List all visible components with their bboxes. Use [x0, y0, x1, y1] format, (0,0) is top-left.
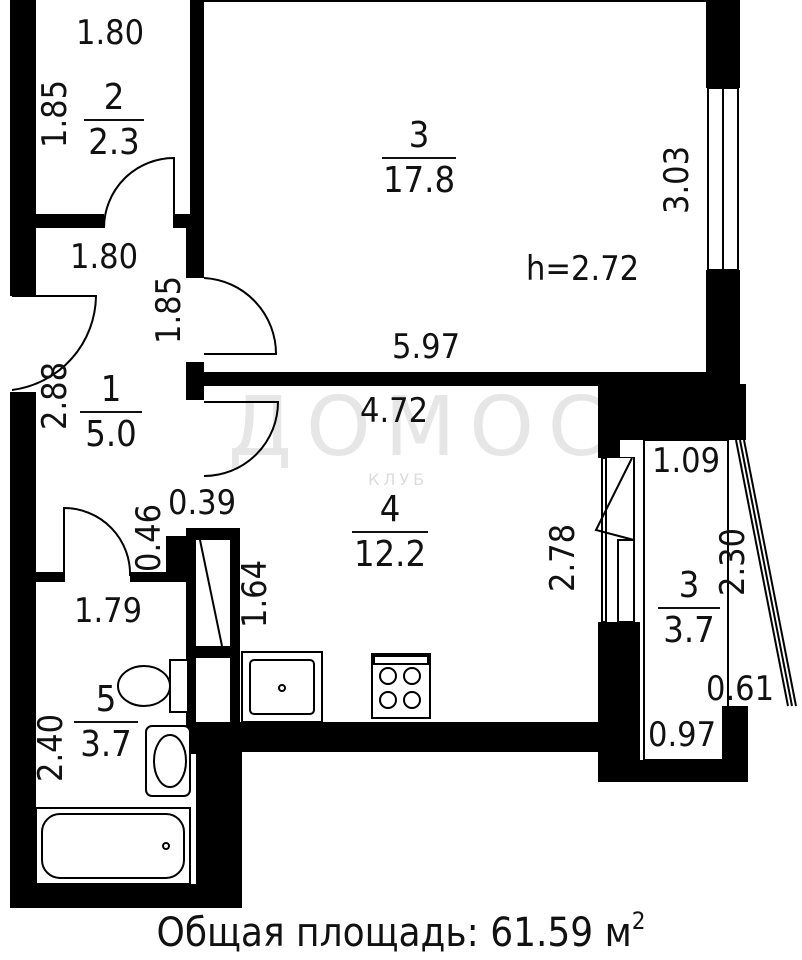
dim-bath-width: 1.79 [74, 591, 143, 631]
balcony-label: 3 3.7 [658, 568, 720, 649]
wall-balcony-bottom [598, 760, 748, 782]
door-entrance [11, 295, 98, 391]
dim-balcony-length: 2.30 [713, 527, 753, 596]
dim-balcony-width: 1.09 [652, 441, 721, 481]
dim-kitchen-height: 2.78 [543, 523, 583, 592]
wall-left-upper [10, 0, 36, 296]
wall-balcony-bottom-r [722, 706, 748, 782]
dim-hall-height: 1.85 [149, 275, 189, 344]
ceiling-height: h=2.72 [526, 249, 640, 289]
wall-right-upper [706, 0, 740, 88]
room-4-label: 4 12.2 [352, 492, 428, 573]
room-5-label: 5 3.7 [74, 682, 138, 763]
room-4-area: 12.2 [352, 531, 428, 573]
dim-shaft-height: 1.64 [235, 559, 275, 628]
wall-block-right [598, 384, 746, 440]
wall-shaft-left [186, 528, 196, 754]
door-kitchen [203, 401, 280, 477]
wall-shaft-top [186, 528, 240, 540]
watermark-brand: ДОМОС [228, 380, 620, 475]
room-1-label: 1 5.0 [80, 372, 142, 453]
room-5-number: 5 [95, 679, 117, 720]
room-2-label: 2 2.3 [84, 80, 144, 161]
room-3-number: 3 [408, 115, 430, 156]
wall-shaft-right [230, 528, 240, 754]
dim-hall-width: 1.80 [70, 237, 139, 277]
dim-r2-width: 1.80 [76, 13, 145, 53]
wall-r2-bottom-b [174, 214, 204, 228]
dim-balcony-end: 0.61 [706, 669, 775, 709]
toilet-tank [169, 659, 189, 713]
dim-r2-height: 1.85 [35, 79, 75, 148]
dim-kitchen-width: 4.72 [360, 391, 429, 431]
wall-kitchen-right-a [598, 384, 620, 458]
wall-r2-right [190, 0, 204, 230]
wall-small-block [166, 536, 188, 576]
dim-room3-width: 5.97 [392, 327, 461, 367]
wall-right-lower [706, 270, 740, 386]
room-2-number: 2 [103, 77, 125, 118]
wall-shaft-mid [186, 646, 240, 658]
shaft-diag [199, 539, 223, 647]
door-room3 [203, 277, 278, 355]
wall-bath-top-a [30, 572, 64, 582]
balcony-number: 3 [678, 565, 700, 606]
room-5-area: 3.7 [74, 721, 138, 763]
dim-entrance-height: 2.88 [35, 361, 75, 430]
wall-room3-bottom [186, 372, 740, 386]
room-1-number: 1 [100, 369, 122, 410]
balcony-door-swing [594, 457, 635, 541]
room-1-area: 5.0 [80, 411, 142, 453]
room-3-area: 17.8 [382, 157, 456, 199]
dim-balcony-bottom: 0.97 [648, 715, 717, 755]
dim-bath-door: 0.46 [129, 503, 169, 572]
dim-room3-window: 3.03 [657, 145, 697, 214]
room-4-number: 4 [379, 489, 401, 530]
dim-shaft-width: 0.39 [168, 483, 237, 523]
wall-kitchen-bottom [186, 722, 618, 752]
door-bath [63, 506, 132, 582]
balcony-area: 3.7 [658, 607, 720, 649]
watermark-sub: КЛУБ [368, 470, 429, 489]
wall-kitchen-right-b [598, 622, 640, 782]
total-area-unit-sup: 2 [631, 907, 646, 935]
dim-bath-height: 2.40 [31, 713, 71, 782]
total-area-text: Общая площадь: 61.59 м [156, 910, 632, 956]
wall-r2-bottom [30, 214, 104, 228]
door-r2 [103, 156, 175, 229]
wall-left-lower [10, 392, 36, 904]
total-area: Общая площадь: 61.59 м2 [0, 909, 802, 956]
room-3-label: 3 17.8 [382, 118, 456, 199]
wall-hall-right-a [186, 228, 204, 278]
room-2-area: 2.3 [84, 119, 144, 161]
toilet-bowl [117, 665, 171, 707]
wall-bath-top-b [130, 572, 196, 582]
